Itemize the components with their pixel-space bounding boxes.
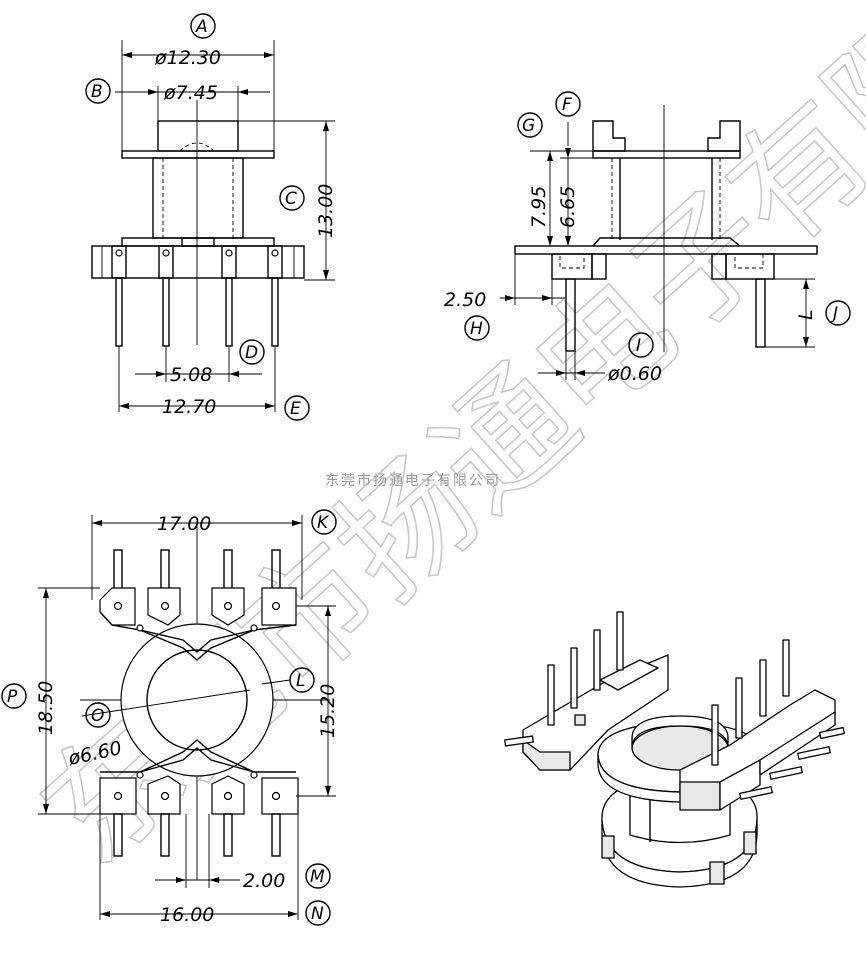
dim-m: 2.00 M — [155, 814, 331, 892]
center-hole — [146, 649, 248, 751]
callout-j: J — [830, 304, 838, 324]
dim-flange-height: 6.65 — [557, 186, 579, 228]
outer-ring — [120, 623, 274, 777]
plan-bottom-pins — [113, 813, 281, 857]
callout-a: A — [195, 17, 208, 37]
dim-d-value: 5.08 — [170, 364, 212, 386]
callout-k: K — [317, 513, 330, 533]
callout-c: C — [285, 189, 297, 209]
dim-j: L J — [765, 278, 851, 348]
core-top — [157, 120, 239, 152]
dim-i: ø0.60 I — [538, 332, 662, 385]
callout-m: M — [310, 867, 325, 887]
side-view: 7.95 6.65 G F 2.50 H ø0.60 — [444, 91, 851, 385]
dim-a-value: ø12.30 — [154, 47, 221, 69]
iso-left-pins — [504, 611, 624, 747]
pin-base — [91, 245, 305, 279]
dim-p: 18.50 P — [1, 587, 100, 815]
dim-l: 15.20 L — [261, 605, 339, 797]
dim-width-bottom: 16.00 — [160, 904, 214, 926]
callout-e: E — [290, 399, 301, 419]
bottom-flange — [121, 237, 275, 247]
callout-b: B — [91, 82, 103, 102]
dim-b: ø7.45 B — [85, 78, 270, 121]
plan-top-pads — [99, 587, 297, 661]
top-flange — [121, 150, 275, 159]
dim-e: 12.70 E — [118, 346, 310, 421]
dim-pin-diameter: ø0.60 — [607, 363, 662, 385]
callout-h: H — [470, 319, 483, 339]
dim-pin-length: L — [795, 309, 817, 320]
dim-pin-offset: 2.00 — [243, 870, 285, 892]
isometric-view — [504, 611, 846, 888]
dim-width-top: 17.00 — [157, 513, 211, 535]
callout-i: I — [636, 336, 641, 356]
dim-overall-length: 18.50 — [35, 681, 57, 735]
callout-d: D — [245, 343, 258, 363]
iso-right-pins — [711, 639, 846, 800]
watermark-small-text: 东莞市扬通电子有限公司 — [325, 472, 501, 489]
callout-p: P — [7, 687, 18, 707]
dim-h: 2.50 H — [444, 254, 565, 341]
winding-barrel — [152, 157, 244, 239]
callout-f: F — [562, 95, 572, 115]
dim-k: 17.00 K — [91, 509, 337, 600]
front-view: ø12.30 A ø7.45 B 13.00 C — [85, 13, 337, 421]
dim-n: 16.00 N — [99, 814, 331, 926]
dim-base-offset: 2.50 — [444, 289, 486, 311]
top-view: 17.00 K 18.50 P 15.20 L — [1, 509, 339, 926]
dim-b-value: ø7.45 — [163, 82, 218, 104]
dim-row-spacing: 15.20 — [317, 684, 339, 738]
plan-bottom-pads — [99, 739, 299, 815]
side-base-flange — [514, 245, 818, 255]
side-pin-right — [755, 278, 766, 348]
side-pin-left — [565, 278, 576, 352]
dim-g-f: 7.95 6.65 G F — [517, 91, 593, 247]
callout-l: L — [296, 671, 305, 691]
dim-d: 5.08 D — [135, 339, 265, 386]
callout-g: G — [522, 116, 535, 136]
callout-o: O — [91, 706, 104, 726]
callout-n: N — [311, 904, 324, 924]
side-top-flange — [592, 150, 741, 159]
dim-e-value: 12.70 — [162, 396, 216, 418]
dim-total-height: 7.95 — [528, 186, 550, 228]
dim-c-value: 13.00 — [315, 184, 337, 238]
dim-a: ø12.30 A — [121, 13, 275, 151]
dim-c: 13.00 C — [238, 120, 337, 281]
